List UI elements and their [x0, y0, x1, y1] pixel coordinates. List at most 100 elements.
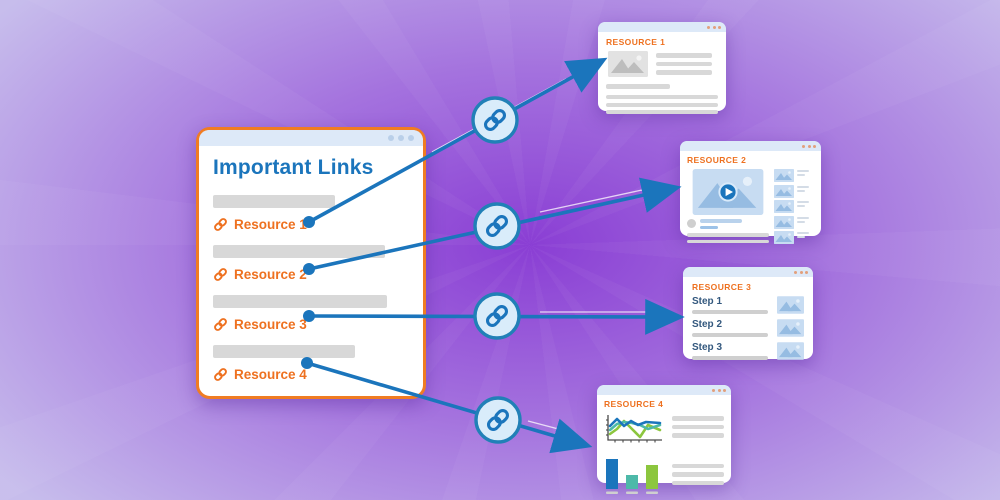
resource-4-window: RESOURCE 4	[597, 385, 731, 494]
window-dots-icon	[794, 270, 797, 274]
text-placeholder-bar	[692, 333, 768, 337]
chain-link-badges	[471, 96, 522, 444]
text-placeholder-bar	[797, 170, 809, 172]
window-dots-icon	[717, 388, 721, 392]
text-placeholder-bar	[213, 245, 385, 258]
text-placeholder-bar	[606, 102, 718, 107]
resource-3-link[interactable]: Resource 3	[213, 316, 409, 333]
chain-link-icon	[214, 368, 227, 381]
window-dots-icon	[799, 270, 803, 274]
chain-link-icon	[214, 318, 227, 331]
video-player[interactable]	[687, 169, 769, 215]
window-dots-icon	[398, 135, 404, 141]
resource-title: RESOURCE 1	[606, 37, 666, 47]
step-label: Step 2	[692, 319, 723, 331]
line-series-blue	[608, 417, 662, 428]
text-placeholder-bar	[797, 189, 805, 192]
text-placeholder-bar	[213, 295, 387, 308]
chain-link-badge	[471, 96, 519, 144]
text-placeholder-bar	[213, 195, 335, 208]
resource-3-window: RESOURCE 3 Step 1 Step 2 Step 3	[683, 267, 813, 359]
image-icon	[774, 169, 794, 182]
chain-link-badge	[473, 202, 521, 250]
chain-link-icon	[214, 268, 227, 281]
play-icon[interactable]	[718, 182, 738, 202]
text-placeholder-bar	[606, 110, 718, 114]
text-placeholder-bar	[687, 233, 769, 237]
image-icon	[774, 231, 794, 244]
text-placeholder-bar	[656, 61, 712, 66]
video-thumbnail[interactable]	[774, 169, 809, 182]
link-block: Resource 1 Resource 2 Resource 3 Resourc…	[213, 195, 409, 383]
text-placeholder-bar	[700, 219, 742, 223]
window-dots-icon	[707, 25, 710, 29]
window-dots-icon	[805, 270, 808, 274]
link-label: Resource 4	[234, 367, 307, 382]
image-icon	[774, 216, 794, 229]
text-placeholder-bar	[672, 433, 724, 438]
step-row: Step 2	[692, 319, 804, 337]
window-dots-icon	[408, 135, 414, 141]
link-label: Resource 2	[234, 267, 307, 282]
chain-link-icon	[485, 304, 509, 328]
resource-1-window: RESOURCE 1	[598, 22, 726, 114]
window-dots-icon	[813, 144, 816, 148]
line-series-green	[608, 419, 662, 439]
bar	[646, 465, 658, 489]
image-icon	[777, 319, 804, 337]
step-label: Step 3	[692, 342, 723, 354]
resource-title: RESOURCE 3	[692, 282, 752, 292]
resource-title: RESOURCE 2	[687, 155, 747, 165]
image-icon	[774, 185, 794, 198]
bar-chart	[606, 459, 658, 494]
bar	[606, 459, 618, 489]
line-chart	[606, 415, 662, 443]
text-placeholder-bar	[797, 174, 805, 176]
text-placeholder-bar	[700, 226, 718, 229]
image-icon	[777, 342, 804, 360]
text-placeholder-bar	[797, 201, 809, 203]
chain-link-icon	[214, 218, 227, 231]
text-placeholder-bar	[797, 236, 805, 238]
text-placeholder-bar	[606, 84, 670, 89]
text-placeholder-bar	[656, 70, 712, 75]
text-placeholder-bar	[797, 232, 809, 234]
window-dots-icon	[712, 388, 715, 392]
text-placeholder-bar	[672, 424, 724, 429]
step-label: Step 1	[692, 296, 723, 308]
window-dots-icon	[807, 144, 811, 148]
avatar	[687, 219, 696, 228]
chain-link-badge	[474, 396, 522, 444]
video-thumbnail[interactable]	[774, 216, 809, 229]
text-placeholder-bar	[797, 220, 805, 223]
window-dots-icon	[712, 25, 716, 29]
video-thumbnail[interactable]	[774, 185, 809, 198]
chain-link-badge	[473, 292, 521, 340]
window-titlebar	[683, 267, 813, 277]
text-placeholder-bar	[797, 216, 809, 219]
resource-1-link[interactable]: Resource 1	[213, 216, 409, 233]
text-placeholder-bar	[606, 95, 718, 99]
link-label: Resource 1	[234, 217, 307, 232]
text-placeholder-bar	[672, 416, 724, 421]
important-links-window: Important Links Resource 1 Resource 2 Re…	[196, 127, 426, 399]
bar	[626, 475, 638, 489]
video-thumbnail[interactable]	[774, 231, 809, 244]
window-titlebar	[597, 385, 731, 395]
link-label: Resource 3	[234, 317, 307, 332]
text-placeholder-bar	[797, 185, 809, 188]
resource-2-link[interactable]: Resource 2	[213, 266, 409, 283]
video-thumbnail[interactable]	[774, 200, 809, 213]
image-icon	[774, 200, 794, 213]
step-row: Step 3	[692, 342, 804, 360]
resource-4-link[interactable]: Resource 4	[213, 366, 409, 383]
page-title: Important Links	[213, 156, 374, 179]
window-dots-icon	[718, 25, 721, 29]
text-placeholder-bar	[672, 463, 724, 468]
text-placeholder-bar	[213, 345, 355, 358]
window-dots-icon	[388, 135, 394, 141]
text-placeholder-bar	[656, 53, 712, 58]
window-titlebar	[680, 141, 821, 151]
